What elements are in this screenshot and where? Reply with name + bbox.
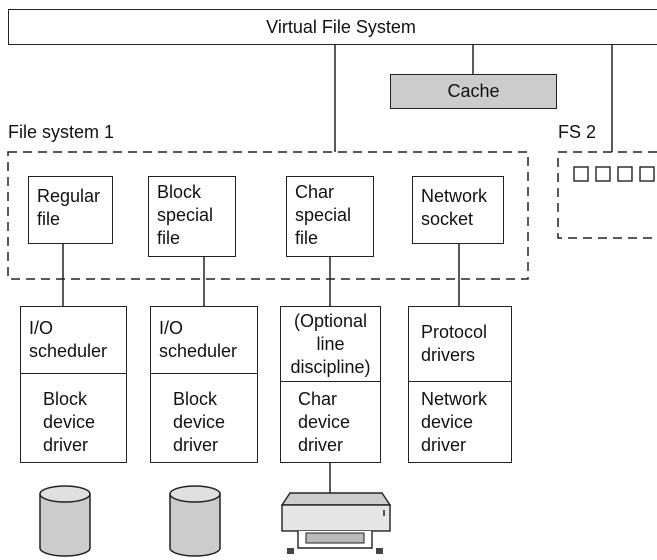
regular-file-box: Regular file xyxy=(28,176,113,244)
network-socket-box: Network socket xyxy=(412,176,504,244)
protocol-drivers-box: Protocol drivers xyxy=(408,306,512,382)
char-device-driver-line: device xyxy=(298,412,351,432)
cache-box: Cache xyxy=(390,74,557,109)
line-discipline-line: (Optional xyxy=(293,311,368,331)
block-device-driver-box: Block device driver xyxy=(20,373,127,463)
network-device-driver-line: Network xyxy=(421,389,488,409)
regular-file-line: Regular xyxy=(37,186,101,206)
network-socket-line: Network xyxy=(421,186,488,206)
block-special-file-line: file xyxy=(157,228,181,248)
io-scheduler-line: scheduler xyxy=(159,341,238,361)
network-device-driver-box: Network device driver xyxy=(408,381,512,463)
block-device-driver-line: Block xyxy=(43,389,88,409)
io-scheduler-box: I/O scheduler xyxy=(20,306,127,374)
network-device-driver-line: driver xyxy=(421,435,467,455)
file-system-1-label: File system 1 xyxy=(8,122,115,142)
char-special-file-line: Char xyxy=(295,182,335,202)
fs2-label: FS 2 xyxy=(558,122,597,142)
disk-drive-icon xyxy=(169,485,221,557)
block-special-file-box: Block special file xyxy=(148,176,236,257)
block-device-driver-line: Block xyxy=(173,389,218,409)
block-device-driver-line: device xyxy=(173,412,226,432)
fs2-square xyxy=(595,166,611,182)
protocol-drivers-line: drivers xyxy=(421,345,476,365)
fs2-square xyxy=(617,166,633,182)
regular-file-line: file xyxy=(37,209,61,229)
network-socket-line: socket xyxy=(421,209,474,229)
char-special-file-line: file xyxy=(295,228,319,248)
disk-drive-icon xyxy=(39,485,91,557)
io-scheduler-line: I/O xyxy=(29,318,54,338)
char-device-driver-line: driver xyxy=(298,435,344,455)
block-special-file-line: special xyxy=(157,205,214,225)
block-device-driver-line: device xyxy=(43,412,96,432)
char-special-file-box: Char special file xyxy=(286,176,374,257)
char-special-file-line: special xyxy=(295,205,352,225)
protocol-drivers-line: Protocol xyxy=(421,322,488,342)
line-discipline-line: line xyxy=(316,334,345,354)
block-device-driver-line: driver xyxy=(173,435,219,455)
io-scheduler-line: scheduler xyxy=(29,341,108,361)
block-special-file-line: Block xyxy=(157,182,202,202)
file-system-2-region xyxy=(557,151,657,239)
block-device-driver-box: Block device driver xyxy=(150,373,258,463)
fs2-square xyxy=(639,166,655,182)
line-discipline-line: discipline) xyxy=(290,357,371,377)
char-device-driver-line: Char xyxy=(298,389,338,409)
block-device-driver-line: driver xyxy=(43,435,89,455)
io-scheduler-box: I/O scheduler xyxy=(150,306,258,374)
char-device-driver-box: Char device driver xyxy=(280,381,381,463)
network-device-driver-line: device xyxy=(421,412,474,432)
virtual-file-system-box: Virtual File System xyxy=(8,9,657,45)
printer-icon xyxy=(280,492,392,554)
io-scheduler-line: I/O xyxy=(159,318,184,338)
line-discipline-box: (Optional line discipline) xyxy=(280,306,381,382)
file-system-1-region xyxy=(7,151,529,280)
fs2-square xyxy=(573,166,589,182)
